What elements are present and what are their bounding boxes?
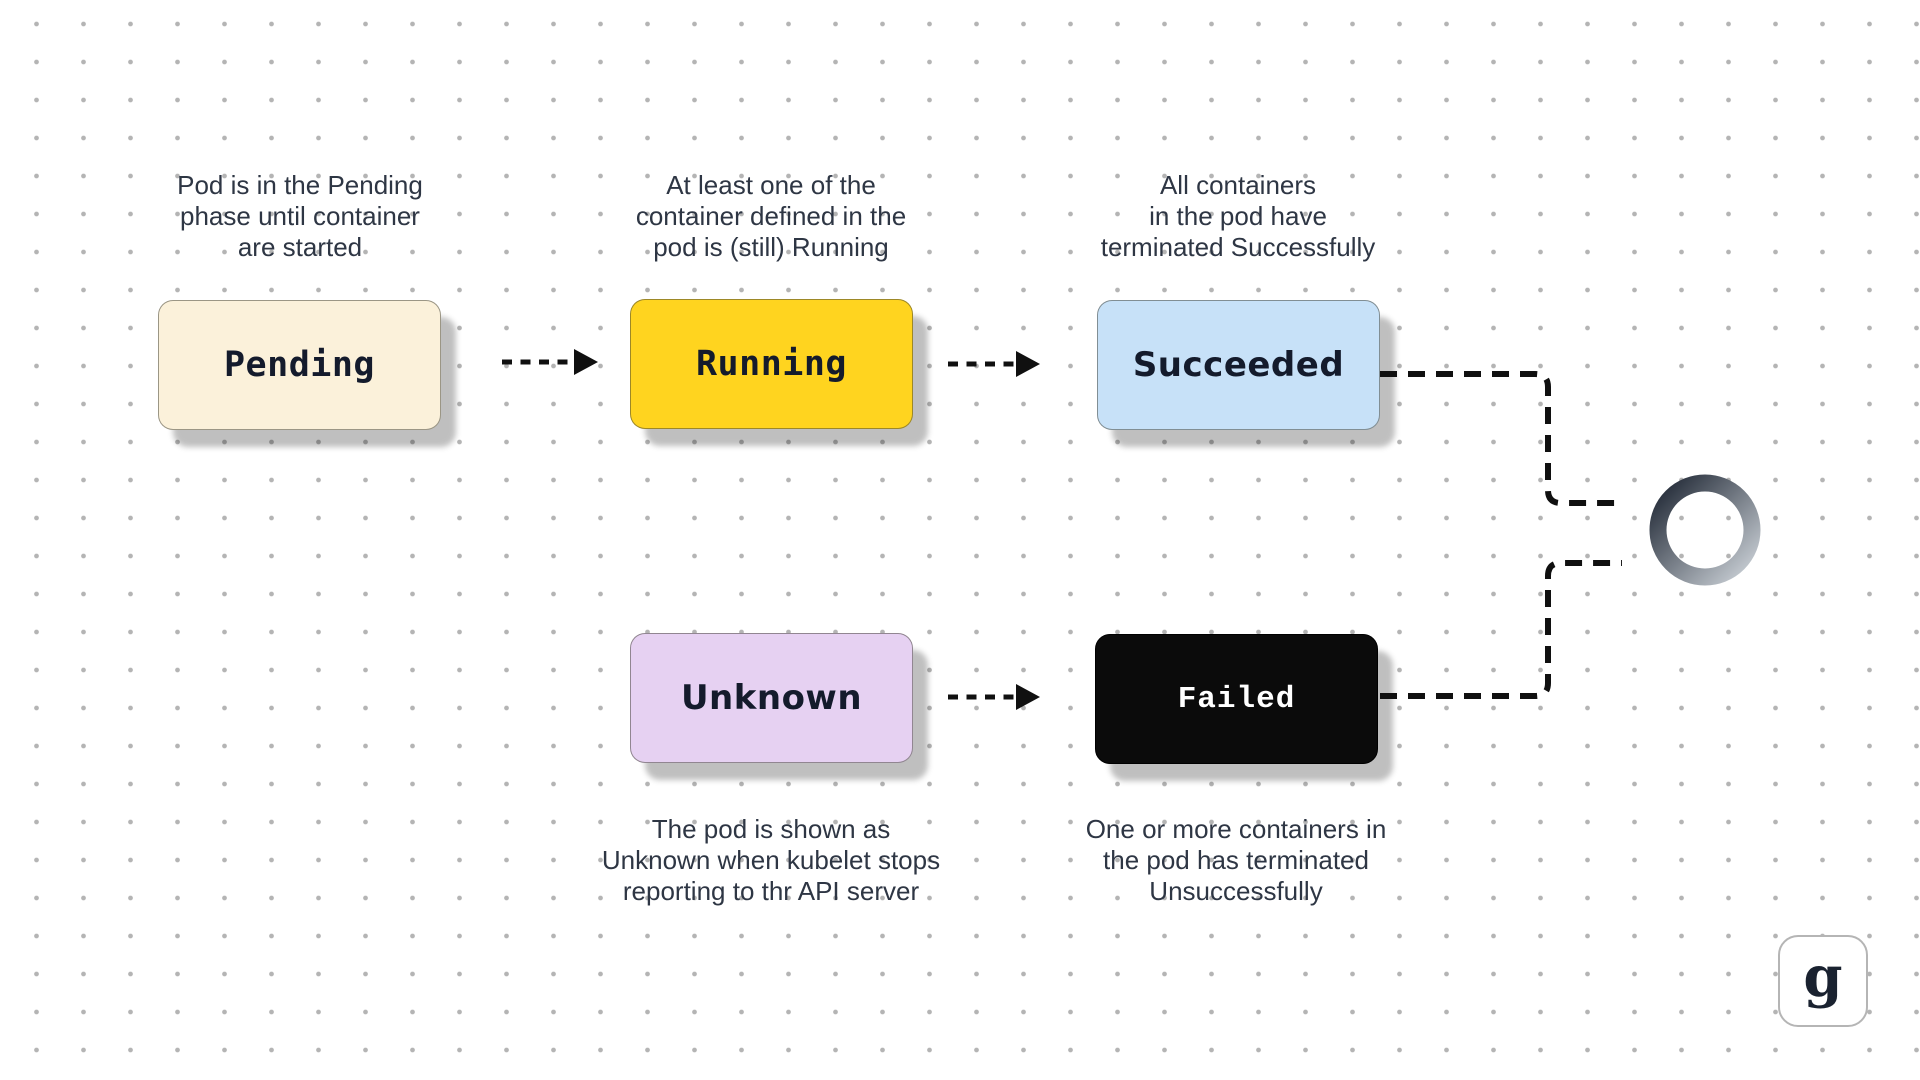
connector-succeeded-to-terminal	[1380, 371, 1622, 506]
node-succeeded-label: Succeeded	[1132, 345, 1345, 385]
caption-succeeded: All containers in the pod have terminate…	[1100, 170, 1376, 262]
node-failed[interactable]: Failed	[1095, 634, 1378, 764]
caption-running: At least one of the container defined in…	[635, 170, 907, 262]
logo-letter: g	[1803, 944, 1843, 1010]
arrow-pending-to-running	[502, 349, 598, 375]
node-succeeded[interactable]: Succeeded	[1097, 300, 1380, 430]
node-unknown[interactable]: Unknown	[630, 633, 913, 763]
node-running-label: Running	[695, 344, 847, 384]
node-unknown-label: Unknown	[680, 678, 863, 718]
caption-unknown: The pod is shown as Unknown when kubelet…	[601, 814, 941, 906]
arrow-running-to-succeeded	[948, 351, 1040, 377]
arrow-unknown-to-failed	[948, 684, 1040, 710]
caption-failed: One or more containers in the pod has te…	[1085, 814, 1387, 906]
arrowhead-icon	[1016, 351, 1040, 377]
node-running[interactable]: Running	[630, 299, 913, 429]
caption-pending: Pod is in the Pending phase until contai…	[177, 170, 423, 262]
connector-failed-to-terminal	[1380, 560, 1622, 699]
logo-button[interactable]: g	[1778, 935, 1868, 1027]
node-pending[interactable]: Pending	[158, 300, 441, 430]
terminal-ring[interactable]	[1649, 474, 1761, 586]
arrowhead-icon	[574, 349, 598, 375]
arrowhead-icon	[1016, 684, 1040, 710]
node-failed-label: Failed	[1177, 681, 1296, 717]
node-pending-label: Pending	[223, 345, 375, 385]
